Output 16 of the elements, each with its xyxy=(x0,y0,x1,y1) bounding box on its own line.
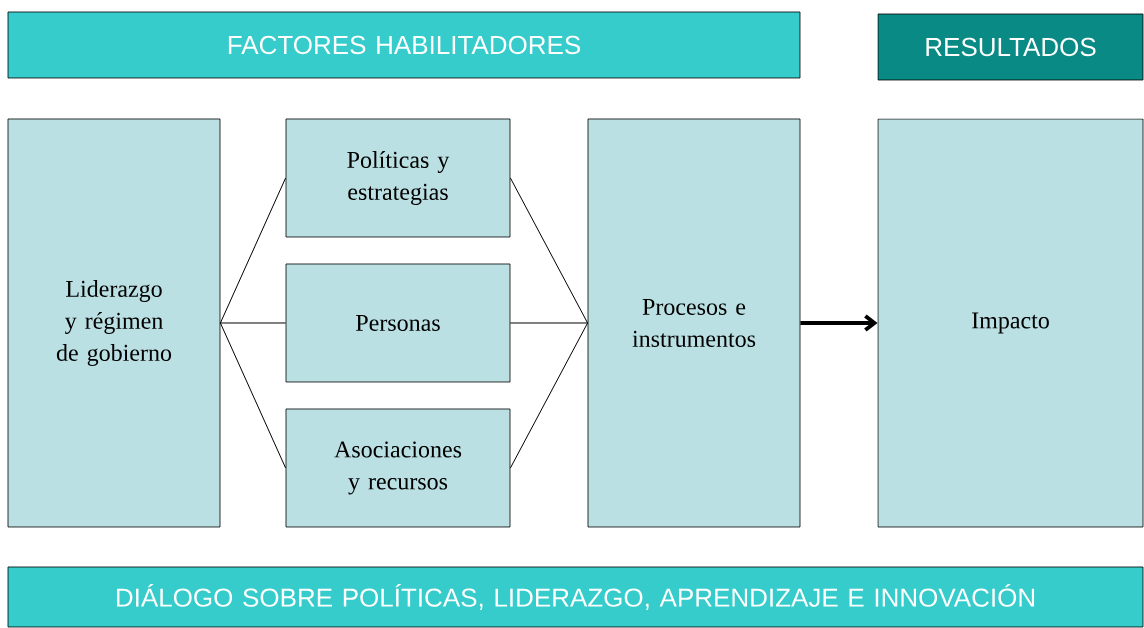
stage-box: Liderazgo y régimen de gobierno xyxy=(7,118,221,528)
stage-box: Personas xyxy=(285,263,511,383)
connector-line xyxy=(219,177,287,324)
connector-line xyxy=(509,322,589,469)
stage-box: Políticas y estrategias xyxy=(285,118,511,238)
connector-line xyxy=(509,177,589,324)
connector-line xyxy=(219,322,287,469)
header-band: RESULTADOS xyxy=(877,13,1144,81)
header-band: FACTORES HABILITADORES xyxy=(7,11,801,79)
stage-box: Impacto xyxy=(877,118,1144,528)
arrow xyxy=(800,314,878,332)
connector-line xyxy=(509,322,589,324)
stage-box: Asociaciones y recursos xyxy=(285,408,511,528)
connector-line xyxy=(219,322,287,324)
stage-box: Procesos e instrumentos xyxy=(587,118,801,528)
footer-band: DIÁLOGO SOBRE POLÍTICAS, LIDERAZGO, APRENDIZAJE E INNOVACIÓN xyxy=(7,566,1144,628)
